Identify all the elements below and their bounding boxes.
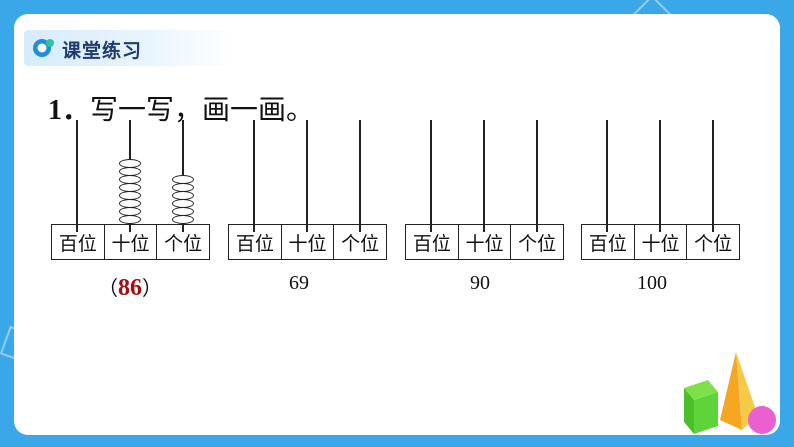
question: 1．写一写，画一画。: [48, 88, 314, 128]
header-tens: 十位: [103, 225, 157, 259]
abacus-1: 百位 十位 个位: [51, 120, 210, 260]
header-ones: 个位: [156, 225, 209, 259]
header-ones: 个位: [510, 225, 563, 259]
question-text: 写一写，画一画。: [90, 93, 315, 126]
number-label-3: 90: [470, 272, 490, 294]
header-ones: 个位: [333, 225, 386, 259]
rod-tens: [483, 120, 485, 232]
bead-ones: [172, 215, 194, 224]
header-tens: 十位: [457, 225, 511, 259]
section-title: 课堂练习: [62, 40, 143, 62]
bead-tens: [119, 207, 141, 216]
rod-hundreds: [430, 120, 432, 232]
header-bar: [24, 30, 234, 66]
header-hundreds: 百位: [58, 232, 97, 255]
place-value-table: 百位 十位 个位: [581, 224, 740, 260]
rod-ones: [712, 120, 714, 232]
rod-hundreds: [76, 120, 78, 232]
rod-hundreds: [253, 120, 255, 232]
rod-ones: [536, 120, 538, 232]
bead-tens: [119, 215, 141, 224]
bead-ones: [172, 207, 194, 216]
header-tens: 十位: [633, 225, 687, 259]
open-paren: （: [98, 278, 118, 300]
answer-value: 86: [118, 275, 142, 301]
question-number: 1．: [48, 95, 91, 126]
bead-tens: [119, 191, 141, 200]
abacus-2: 百位 十位 个位: [228, 120, 387, 260]
bead-ones: [172, 199, 194, 208]
place-value-table: 百位 十位 个位: [405, 224, 564, 260]
header-tens: 十位: [280, 225, 334, 259]
rod-tens: [659, 120, 661, 232]
header-hundreds: 百位: [588, 232, 627, 255]
bead-tens: [119, 175, 141, 184]
bead-tens: [119, 183, 141, 192]
logo-icon: [33, 39, 54, 57]
header-hundreds: 百位: [235, 232, 274, 255]
geometric-shapes-decoration: [684, 352, 776, 434]
number-label-4: 100: [637, 272, 667, 294]
bead-tens: [119, 159, 141, 168]
rod-ones: [359, 120, 361, 232]
answer-label-1: （86）: [98, 272, 162, 302]
place-value-table: 百位 十位 个位: [51, 224, 210, 260]
bead-ones: [172, 175, 194, 184]
header-hundreds: 百位: [412, 232, 451, 255]
rod-hundreds: [606, 120, 608, 232]
bead-ones: [172, 191, 194, 200]
bead-tens: [119, 199, 141, 208]
place-value-table: 百位 十位 个位: [228, 224, 387, 260]
abacus-3: 百位 十位 个位: [405, 120, 564, 260]
rod-tens: [306, 120, 308, 232]
number-label-2: 69: [289, 272, 309, 294]
abacus-4: 百位 十位 个位: [581, 120, 740, 260]
bead-tens: [119, 167, 141, 176]
bead-ones: [172, 183, 194, 192]
close-paren: ）: [142, 278, 162, 300]
header-ones: 个位: [686, 225, 739, 259]
slide-card: 课堂练习 1．写一写，画一画。 百位 十位 个位 百位 十位 个位 百位 十位: [14, 14, 780, 435]
